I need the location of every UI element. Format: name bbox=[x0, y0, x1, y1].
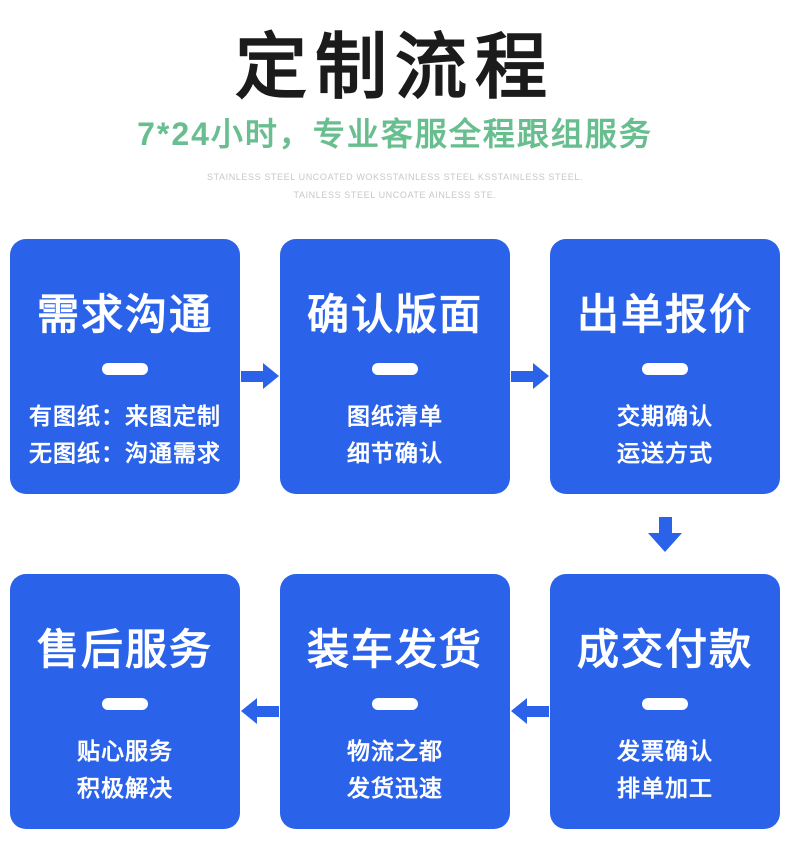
divider-dash bbox=[372, 363, 418, 375]
arrow-left-icon bbox=[240, 694, 280, 728]
step-title: 售后服务 bbox=[36, 626, 213, 673]
divider-dash bbox=[642, 363, 688, 375]
flow-row-1: 需求沟通 有图纸：来图定制 无图纸：沟通需求 确认版面 图纸清单 细节确认 出单… bbox=[10, 239, 780, 494]
step-line: 图纸清单 bbox=[347, 403, 443, 429]
arrow-stem bbox=[527, 705, 549, 717]
arrow-stem bbox=[257, 705, 279, 717]
step-box-1-demand-communication: 需求沟通 有图纸：来图定制 无图纸：沟通需求 bbox=[10, 239, 240, 494]
arrow-right-icon bbox=[240, 359, 280, 393]
page-subtitle: 7*24小时，专业客服全程跟组服务 bbox=[137, 116, 653, 152]
step-lines: 有图纸：来图定制 无图纸：沟通需求 bbox=[10, 398, 240, 472]
step-lines: 贴心服务 积极解决 bbox=[10, 733, 240, 807]
step-lines: 物流之都 发货迅速 bbox=[280, 733, 510, 807]
arrow-head bbox=[648, 533, 682, 552]
arrow-left-icon bbox=[510, 694, 550, 728]
arrow-head bbox=[241, 698, 257, 724]
arrow-right-icon bbox=[510, 359, 550, 393]
step-line: 无图纸：沟通需求 bbox=[29, 440, 221, 466]
step-box-5-load-and-ship: 装车发货 物流之都 发货迅速 bbox=[280, 574, 510, 829]
step-line: 发货迅速 bbox=[347, 775, 443, 801]
step-line: 交期确认 bbox=[617, 403, 713, 429]
step-lines: 发票确认 排单加工 bbox=[550, 733, 780, 807]
divider-dash bbox=[102, 363, 148, 375]
arrow-stem bbox=[241, 370, 263, 382]
divider-dash bbox=[642, 698, 688, 710]
step-line: 有图纸：来图定制 bbox=[29, 403, 221, 429]
step-line: 贴心服务 bbox=[77, 738, 173, 764]
step-title: 成交付款 bbox=[576, 626, 753, 673]
flow-row-2: 售后服务 贴心服务 积极解决 装车发货 物流之都 发货迅速 成交付款 bbox=[10, 574, 780, 829]
step-box-4-deal-payment: 成交付款 发票确认 排单加工 bbox=[550, 574, 780, 829]
arrow-head bbox=[511, 698, 527, 724]
arrow-down-icon bbox=[648, 517, 682, 552]
page-title: 定制流程 bbox=[234, 28, 555, 108]
arrow-head bbox=[533, 363, 549, 389]
arrow-head bbox=[263, 363, 279, 389]
divider-dash bbox=[372, 698, 418, 710]
step-box-2-confirm-layout: 确认版面 图纸清单 细节确认 bbox=[280, 239, 510, 494]
watermark-line-2: TAINLESS STEEL UNCOATE AINLESS STE. bbox=[293, 190, 497, 200]
divider-dash bbox=[102, 698, 148, 710]
step-line: 积极解决 bbox=[77, 775, 173, 801]
step-line: 细节确认 bbox=[347, 440, 443, 466]
step-line: 发票确认 bbox=[617, 738, 713, 764]
step-line: 物流之都 bbox=[347, 738, 443, 764]
step-title: 需求沟通 bbox=[36, 291, 213, 338]
arrow-stem bbox=[511, 370, 533, 382]
step-line: 运送方式 bbox=[617, 440, 713, 466]
step-box-3-quote-issue: 出单报价 交期确认 运送方式 bbox=[550, 239, 780, 494]
header: 定制流程 7*24小时，专业客服全程跟组服务 STAINLESS STEEL U… bbox=[0, 0, 790, 204]
flow-connector-row bbox=[0, 494, 790, 574]
watermark-text: STAINLESS STEEL UNCOATED WOKSSTAINLESS S… bbox=[0, 168, 790, 204]
step-lines: 图纸清单 细节确认 bbox=[280, 398, 510, 472]
step-lines: 交期确认 运送方式 bbox=[550, 398, 780, 472]
arrow-stem bbox=[658, 517, 672, 533]
step-title: 装车发货 bbox=[306, 626, 483, 673]
step-title: 出单报价 bbox=[576, 291, 753, 338]
step-box-6-after-sales-service: 售后服务 贴心服务 积极解决 bbox=[10, 574, 240, 829]
watermark-line-1: STAINLESS STEEL UNCOATED WOKSSTAINLESS S… bbox=[206, 172, 584, 182]
step-title: 确认版面 bbox=[306, 291, 483, 338]
step-line: 排单加工 bbox=[617, 775, 713, 801]
